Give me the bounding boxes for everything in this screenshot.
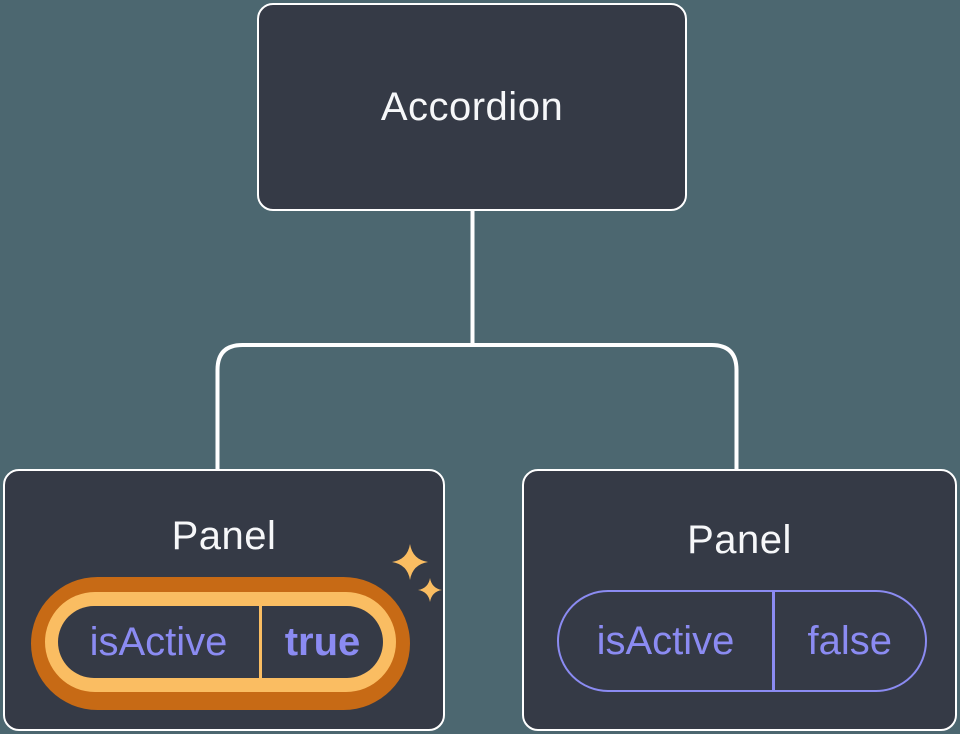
tree-node-panel-inactive: Panel isActive false [522, 469, 957, 731]
connector-branch [215, 343, 739, 470]
panel-node-label: Panel [687, 518, 792, 562]
sparkles-icon [392, 544, 442, 602]
state-pill-plain: isActive false [557, 590, 927, 692]
tree-node-accordion: Accordion [257, 3, 687, 211]
state-pill-divider [772, 592, 775, 690]
state-value-cell: true [262, 606, 383, 678]
state-key-label: isActive [596, 619, 735, 663]
state-value-cell: false [775, 592, 926, 690]
state-pill-highlighted: isActive true [31, 577, 410, 710]
state-key-cell: isActive [58, 606, 259, 678]
state-key-cell: isActive [559, 592, 772, 690]
state-value-label: false [807, 619, 893, 663]
tree-node-panel-active: Panel isActive true [3, 469, 445, 731]
state-key-label: isActive [89, 620, 228, 664]
sparkle-icon-large [392, 544, 428, 580]
state-pill-divider [259, 606, 262, 678]
accordion-node-label: Accordion [380, 85, 564, 129]
panel-node-label: Panel [171, 514, 277, 558]
sparkle-icon-small [418, 578, 442, 602]
state-pill-core: isActive true [58, 606, 383, 678]
state-value-label: true [284, 620, 361, 664]
